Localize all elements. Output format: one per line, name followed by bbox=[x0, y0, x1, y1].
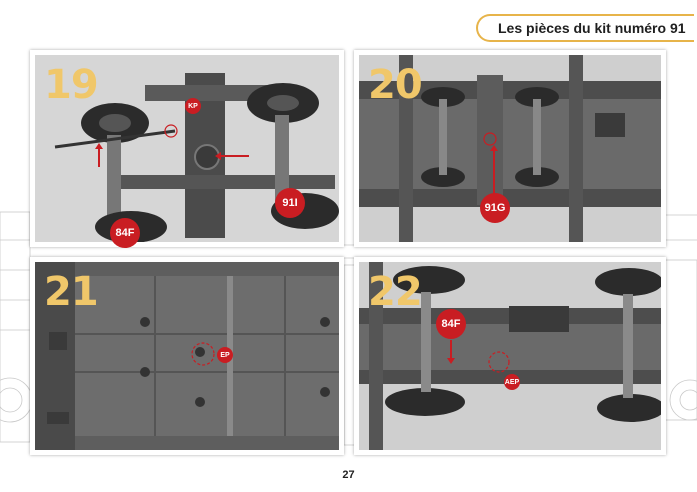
callout-label: EP bbox=[217, 347, 233, 363]
underframe-photo-20 bbox=[359, 55, 661, 242]
axle-photo-22 bbox=[359, 262, 661, 450]
step-panel-21: 21 EP bbox=[30, 257, 344, 455]
step-number: 19 bbox=[44, 62, 99, 108]
step-panel-19: 19 KP 91I 84F bbox=[30, 50, 344, 248]
callout-label: 84F bbox=[110, 218, 140, 248]
step-number: 20 bbox=[368, 62, 423, 108]
page-number: 27 bbox=[342, 469, 355, 481]
step-panel-20: 91G 20 bbox=[354, 50, 666, 247]
kit-parts-header: Les pièces du kit numéro 91 bbox=[476, 14, 694, 42]
callout-label: AEP bbox=[504, 374, 520, 390]
step-number: 21 bbox=[44, 269, 99, 315]
callout-label: KP bbox=[185, 98, 201, 114]
step-number: 22 bbox=[368, 269, 423, 315]
floor-photo-21 bbox=[35, 262, 339, 450]
callout-label: 91I bbox=[275, 188, 305, 218]
header-title: Les pièces du kit numéro 91 bbox=[498, 20, 686, 36]
callout-label: 84F bbox=[436, 309, 466, 339]
step-panel-22: 22 84F AEP bbox=[354, 257, 666, 455]
callout-label: 91G bbox=[480, 193, 510, 223]
